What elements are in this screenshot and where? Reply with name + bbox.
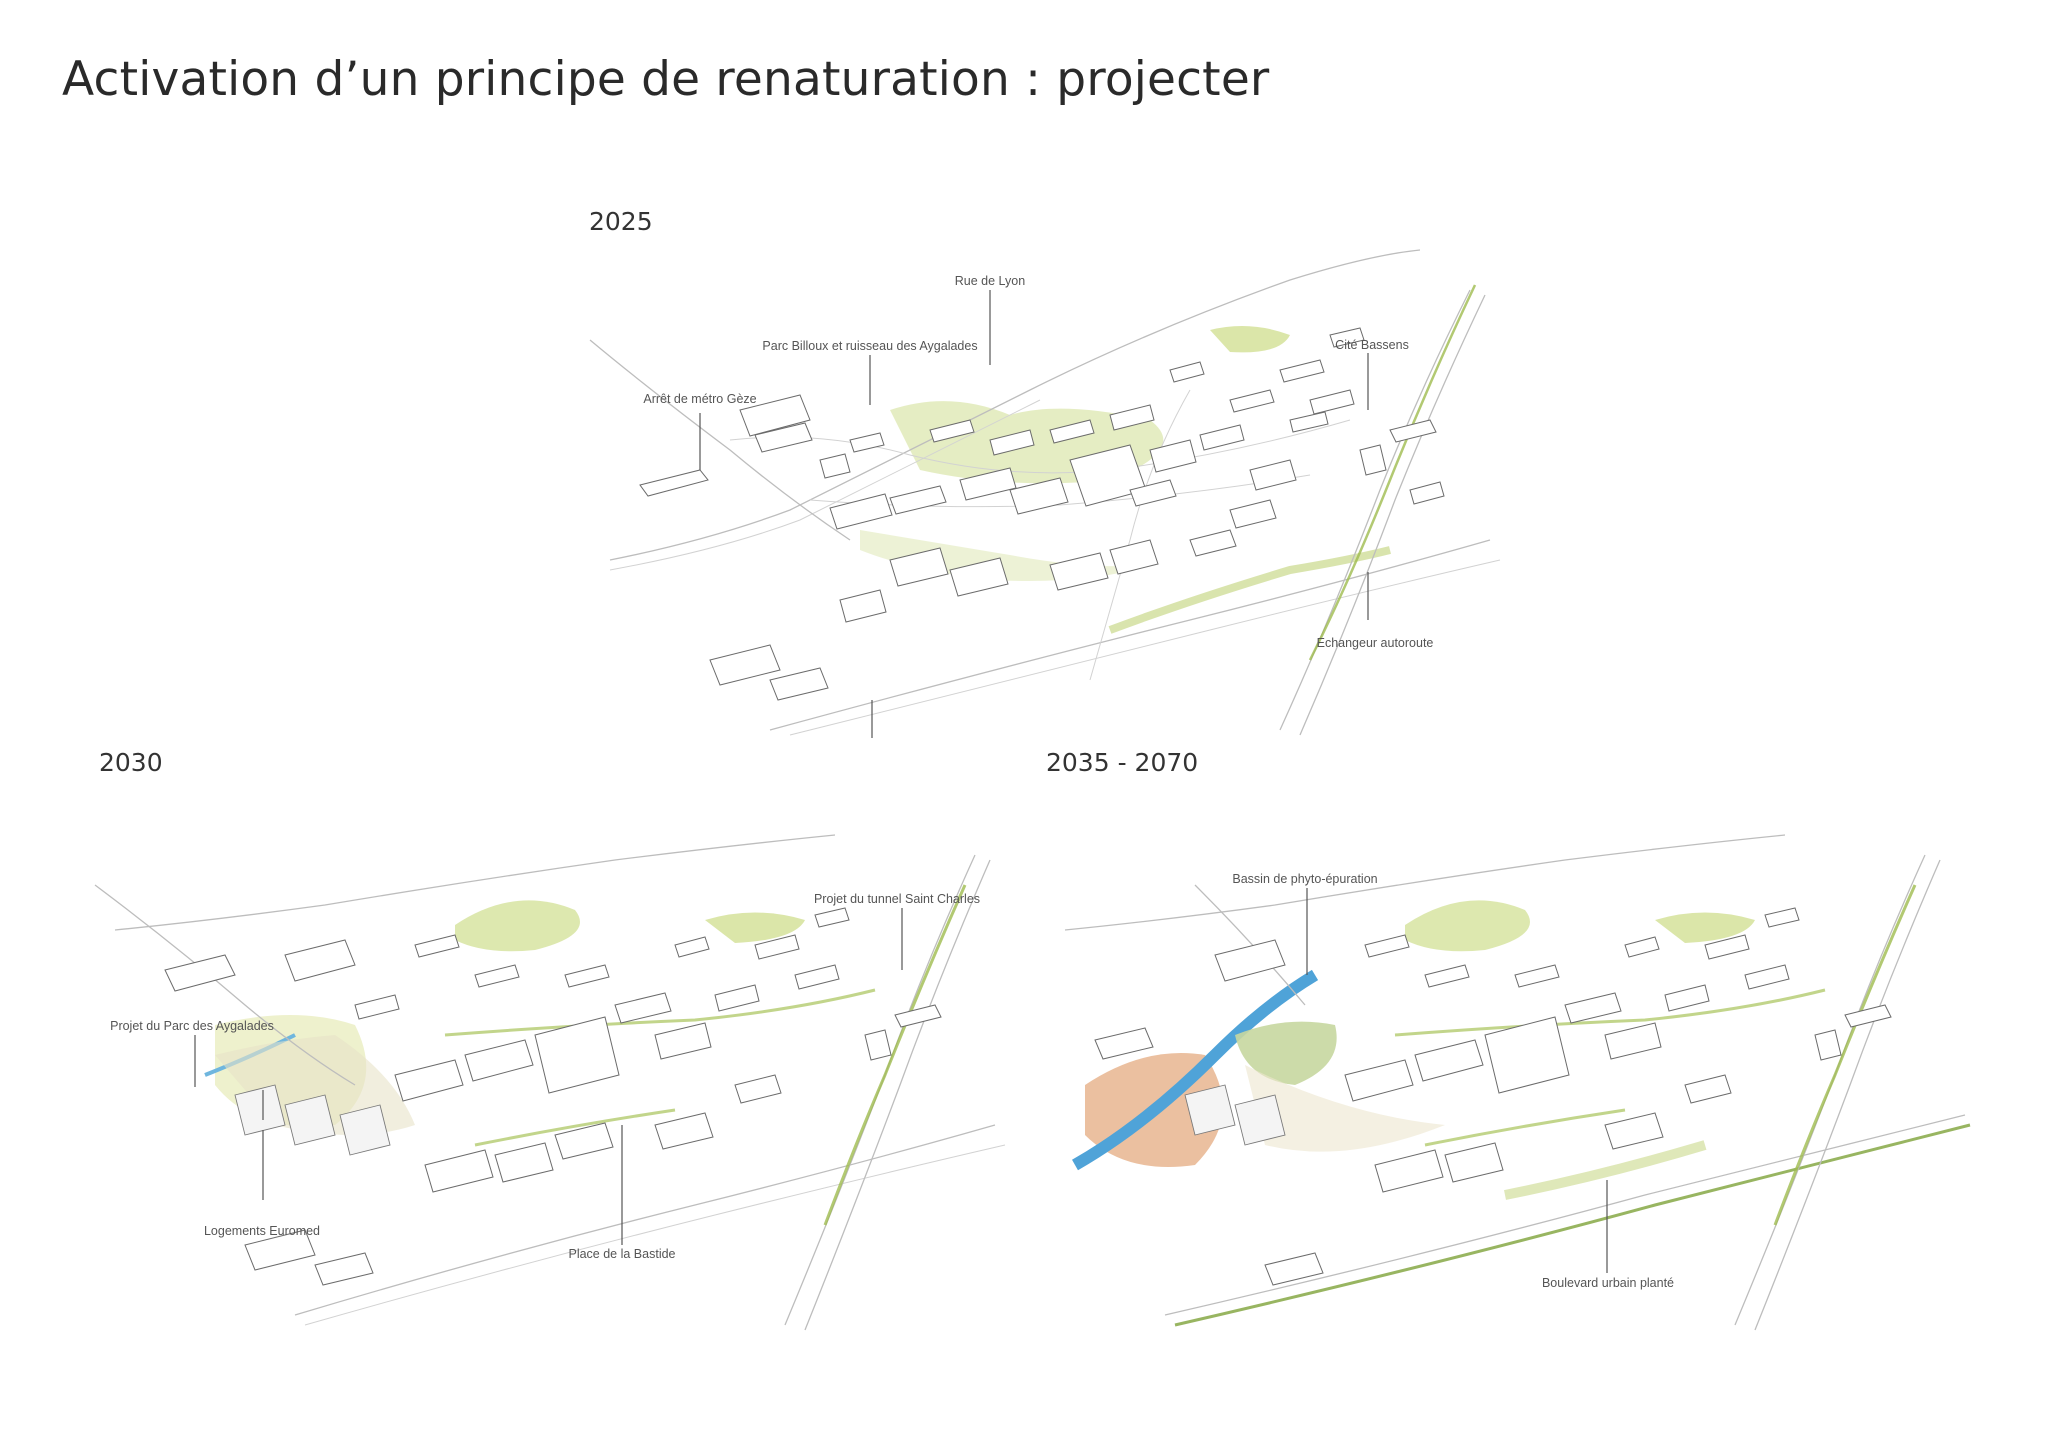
- label-cite-bassens: Cité Bassens: [1335, 338, 1409, 352]
- year-label-2030: 2030: [99, 748, 163, 777]
- map-2025: Rue de Lyon Parc Billoux et ruisseau des…: [589, 240, 1510, 740]
- label-boulevard-urbain: Boulevard urbain planté: [1542, 1276, 1674, 1290]
- label-arret-metro: Arrêt de métro Gèze: [643, 392, 756, 406]
- label-rue-de-lyon: Rue de Lyon: [955, 274, 1025, 288]
- label-parc-billoux: Parc Billoux et ruisseau des Aygalades: [762, 339, 977, 353]
- year-label-2035-2070: 2035 - 2070: [1046, 748, 1199, 777]
- label-parc-aygalades: Projet du Parc des Aygalades: [110, 1019, 274, 1033]
- label-tunnel-saint-charles: Projet du tunnel Saint Charles: [814, 892, 980, 906]
- map-2035-2070: Bassin de phyto-épuration Boulevard urba…: [1045, 825, 1975, 1345]
- map-2030: Projet du tunnel Saint Charles Projet du…: [94, 825, 1025, 1335]
- label-bassin-phyto: Bassin de phyto-épuration: [1232, 872, 1377, 886]
- label-place-bastide: Place de la Bastide: [568, 1247, 675, 1261]
- label-logements-euromed: Logements Euromed: [204, 1224, 320, 1238]
- page-title: Activation d’un principe de renaturation…: [62, 52, 1270, 107]
- label-echangeur: Echangeur autoroute: [1317, 636, 1434, 650]
- year-label-2025: 2025: [589, 207, 653, 236]
